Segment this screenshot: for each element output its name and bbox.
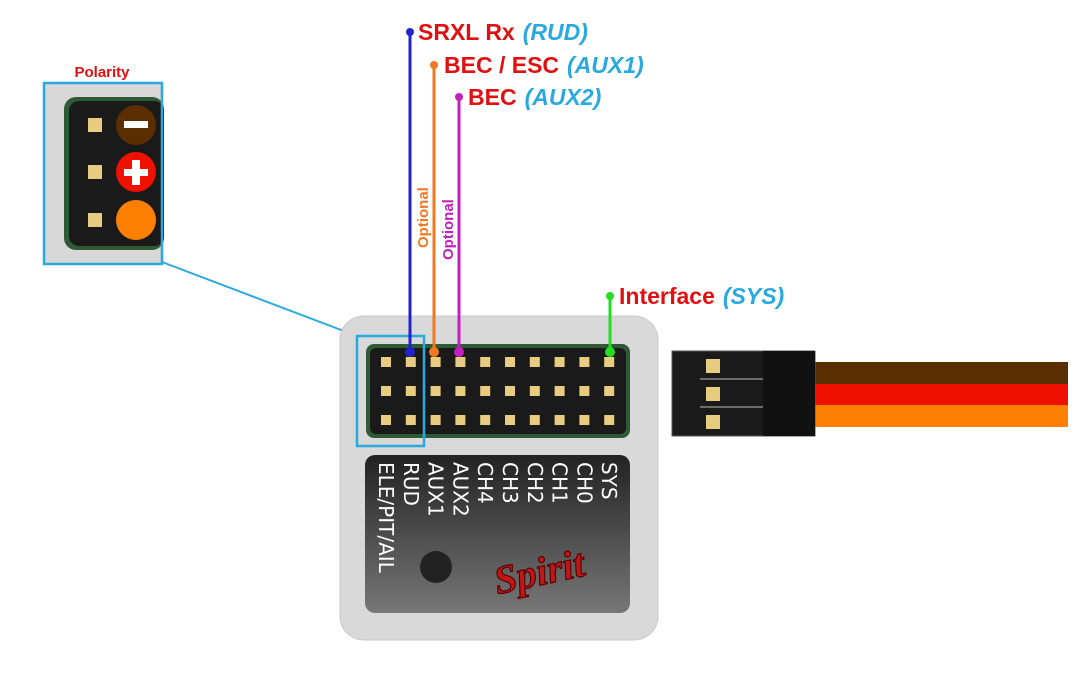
- optional-label-aux1: Optional: [415, 187, 432, 248]
- pin-rud-1: [405, 357, 416, 367]
- port-label-ch4: CH4: [473, 462, 497, 504]
- callout-interface: Interface(SYS): [619, 283, 784, 309]
- pin-sys-1: [604, 357, 615, 367]
- pin-ch1-2: [554, 386, 565, 396]
- pin-ch3-2: [505, 386, 515, 396]
- pin-ch3-1: [505, 357, 515, 367]
- servo-connector: [671, 350, 1068, 437]
- pin-ch2-2: [529, 386, 540, 396]
- minus-icon: [116, 105, 156, 145]
- status-led: [420, 551, 452, 583]
- pin-aux2-1: [455, 357, 466, 367]
- pin-ch0-3: [579, 415, 590, 425]
- pin-ele-pit-ail-3: [381, 415, 391, 425]
- optional-label-aux2: Optional: [440, 199, 457, 260]
- pin-ch3-3: [505, 415, 515, 425]
- pin-header: [381, 357, 615, 425]
- pin-ele-pit-ail-2: [381, 386, 391, 396]
- callout-bec-esc: BEC / ESC(AUX1): [444, 52, 644, 78]
- leader-lines: [405, 28, 615, 357]
- pin-power: [88, 165, 102, 179]
- wire-brown: [815, 362, 1068, 384]
- pin-aux2-3: [455, 415, 466, 425]
- callout-bec: BEC(AUX2): [468, 84, 601, 110]
- pin-aux1-2: [430, 386, 441, 396]
- pin-ch4-3: [480, 415, 491, 425]
- polarity-title: Polarity: [74, 64, 130, 81]
- pin-ground: [88, 118, 102, 132]
- pin-ele-pit-ail-1: [381, 357, 391, 367]
- pin-ch4-1: [480, 357, 491, 367]
- pin-rud-2: [405, 386, 416, 396]
- port-label-ch0: CH0: [572, 462, 596, 504]
- pin-ch1-1: [554, 357, 565, 367]
- pin-ch0-1: [579, 357, 590, 367]
- polarity-callout-box: [355, 334, 426, 448]
- plus-icon: [116, 152, 156, 192]
- port-label-aux2: AUX2: [448, 462, 472, 517]
- port-label-sys: SYS: [597, 462, 621, 500]
- pin-aux1-3: [430, 415, 441, 425]
- port-label-rud: RUD: [399, 462, 423, 506]
- pin-sys-3: [604, 415, 615, 425]
- port-label-ch1: CH1: [548, 462, 572, 504]
- pin-sys-2: [604, 386, 615, 396]
- port-label-ch2: CH2: [523, 462, 547, 504]
- callout-srxl: SRXL Rx(RUD): [418, 19, 588, 45]
- pin-ch0-2: [579, 386, 590, 396]
- signal-icon: [116, 200, 156, 240]
- pin-signal: [88, 213, 102, 227]
- pin-ch4-2: [480, 386, 491, 396]
- port-label-ch3: CH3: [498, 462, 522, 504]
- polarity-inset: Polarity: [42, 64, 164, 266]
- pin-aux2-2: [455, 386, 466, 396]
- pin-rud-3: [405, 415, 416, 425]
- pin-ch1-3: [554, 415, 565, 425]
- callout-line: [161, 261, 358, 337]
- wire-red: [815, 384, 1068, 405]
- pin-ch2-1: [529, 357, 540, 367]
- wire-orange: [815, 405, 1068, 427]
- pin-ch2-3: [529, 415, 540, 425]
- port-label-aux1: AUX1: [424, 462, 448, 517]
- pin-aux1-1: [430, 357, 441, 367]
- port-label-ele-pit-ail: ELE/PIT/AIL: [374, 462, 398, 574]
